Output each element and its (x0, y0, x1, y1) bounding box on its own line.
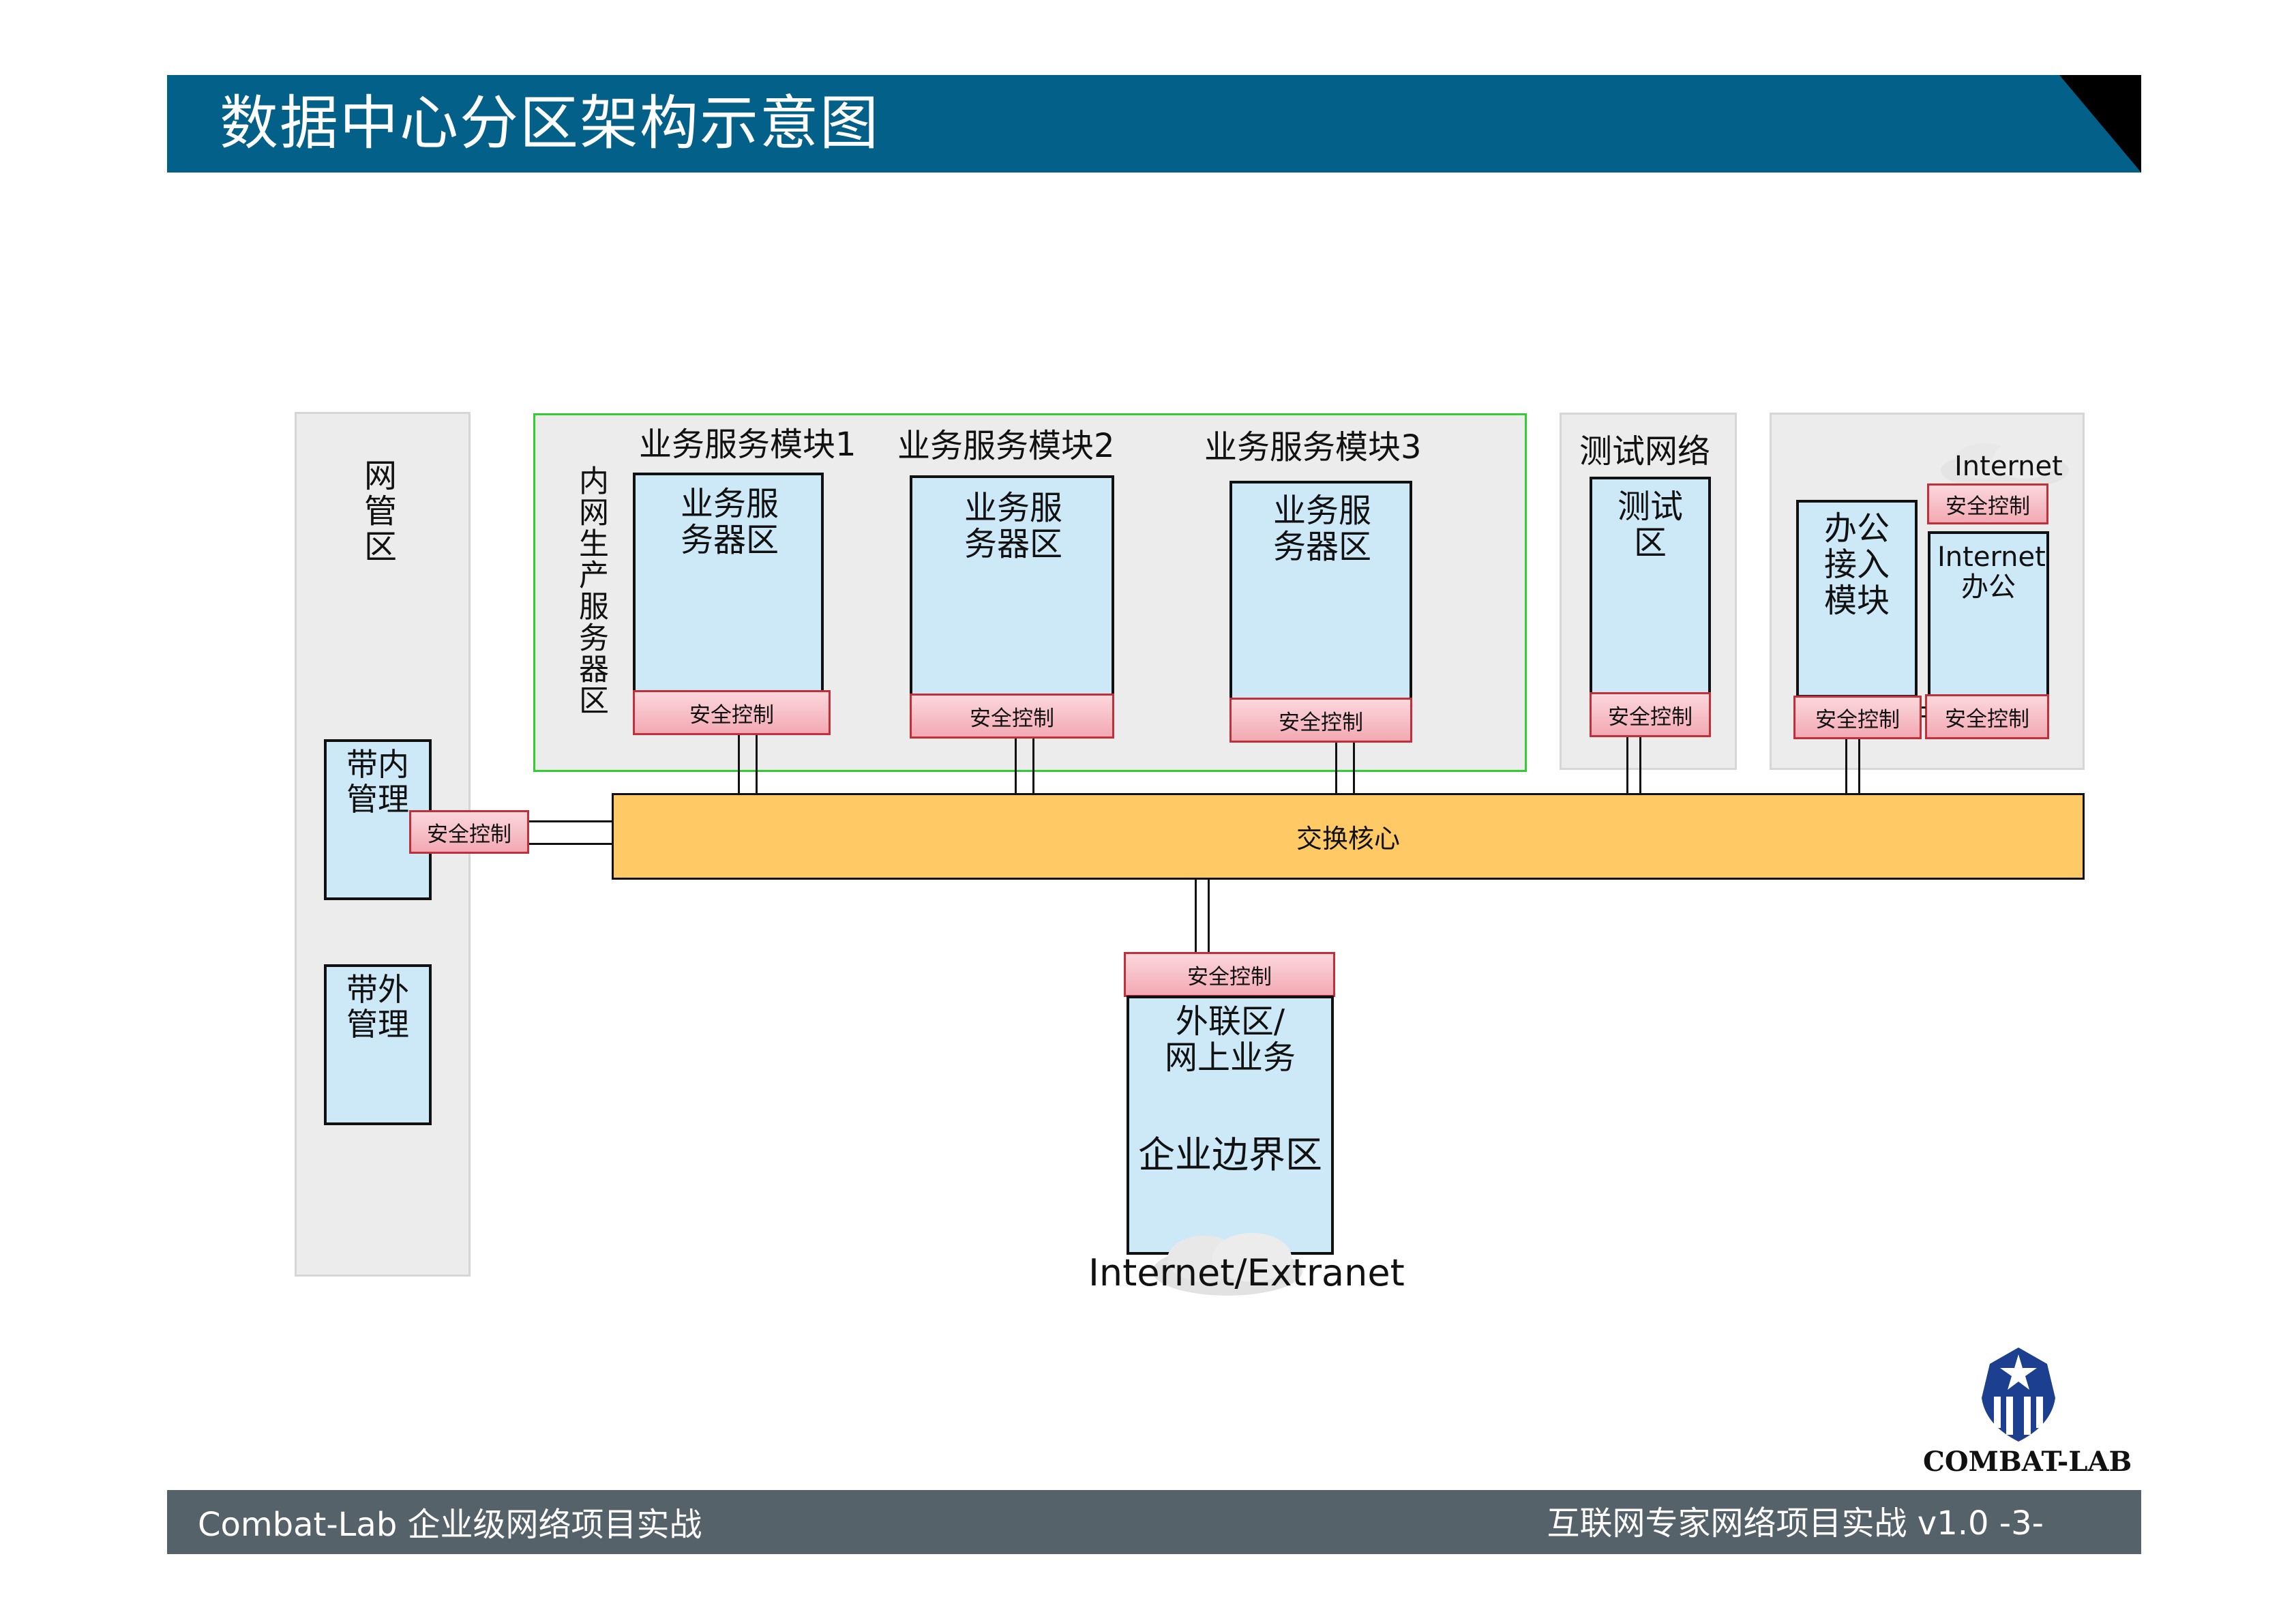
outband-mgmt-label: 带外管理 (346, 971, 409, 1043)
link-module-2 (1015, 739, 1034, 794)
test-box: 测试区 (1590, 477, 1711, 696)
office-access-box: 办公接入模块 (1796, 500, 1918, 698)
inband-mgmt-label: 带内管理 (346, 746, 409, 818)
edge-box-main-label: 企业边界区 (1138, 1133, 1322, 1176)
shield-star-icon (1982, 1347, 2055, 1442)
edge-box-top-label: 外联区/网上业务 (1164, 1002, 1296, 1077)
module-3-title: 业务服务模块3 (1204, 428, 1422, 466)
module-1-server-label: 业务服务器区 (680, 485, 779, 559)
footer-bar (167, 1490, 2141, 1554)
link-mgmt (529, 820, 612, 845)
link-office-internal (1922, 706, 1926, 717)
internet-cloud-label: Internet (1954, 451, 2063, 482)
module-2-server-box: 业务服务器区 (910, 475, 1114, 700)
test-zone-title: 测试网络 (1579, 432, 1711, 471)
module-3-security-control: 安全控制 (1229, 698, 1412, 743)
mgmt-security-control: 安全控制 (409, 810, 529, 854)
link-edge (1195, 880, 1210, 953)
edge-security-control: 安全控制 (1124, 952, 1335, 997)
module-1-server-box: 业务服务器区 (633, 473, 824, 698)
title-bar (167, 75, 2141, 173)
link-module-1 (738, 735, 758, 794)
internet-security-control: 安全控制 (1927, 483, 2048, 524)
switching-core: 交换核心 (612, 793, 2085, 880)
link-test (1626, 737, 1641, 794)
module-2-server-label: 业务服务器区 (964, 489, 1062, 563)
module-1-security-control: 安全控制 (633, 690, 831, 735)
test-box-label: 测试区 (1617, 488, 1683, 562)
internet-office-label: Internet办公 (1937, 541, 2046, 603)
module-1-title: 业务服务模块1 (639, 426, 856, 464)
footer-left-text: Combat-Lab 企业级网络项目实战 (198, 1506, 702, 1544)
internet-office-box: Internet办公 (1928, 531, 2049, 698)
intranet-zone-label: 内网生产服务器区 (573, 465, 608, 716)
module-3-server-label: 业务服务器区 (1272, 492, 1371, 566)
extranet-cloud-label: Internet/Extranet (1088, 1251, 1405, 1294)
office-access-label: 办公接入模块 (1823, 509, 1890, 620)
outband-mgmt-box: 带外管理 (324, 964, 432, 1125)
mgmt-zone-label: 网管区 (358, 458, 396, 565)
title-bar-corner (2059, 75, 2141, 173)
internet-cloud-icon (1941, 441, 2069, 490)
link-office-access (1845, 739, 1860, 794)
test-security-control: 安全控制 (1590, 692, 1711, 737)
extranet-cloud-icon (1152, 1233, 1302, 1296)
page-title: 数据中心分区架构示意图 (220, 89, 880, 158)
link-module-3 (1335, 743, 1355, 794)
module-2-security-control: 安全控制 (910, 694, 1114, 739)
logo-text: COMBAT-LAB (1923, 1446, 2132, 1478)
footer-right-text: 互联网专家网络项目实战 v1.0 -3- (1547, 1504, 2044, 1543)
module-3-server-box: 业务服务器区 (1229, 481, 1412, 706)
office-access-security-control: 安全控制 (1793, 696, 1922, 739)
internet-office-security-control: 安全控制 (1925, 694, 2049, 739)
module-2-title: 业务服务模块2 (897, 427, 1115, 465)
edge-zone-box: 外联区/网上业务 企业边界区 (1127, 996, 1334, 1255)
